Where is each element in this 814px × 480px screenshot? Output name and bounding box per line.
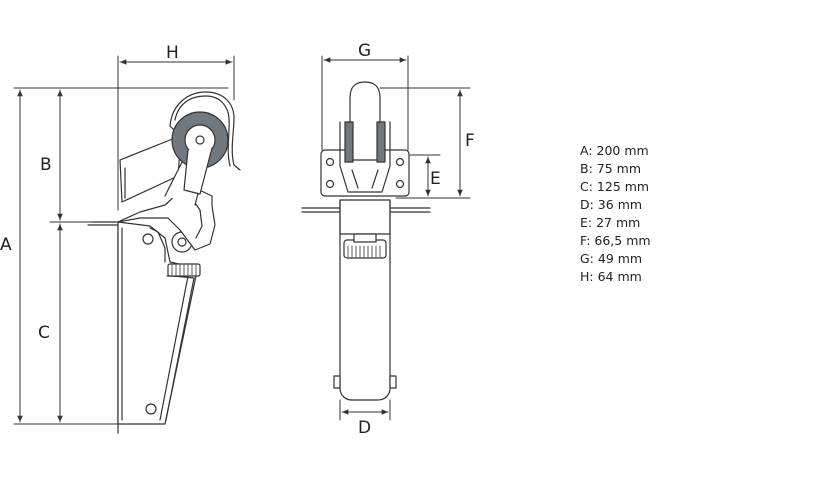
dim-e-label: E	[430, 169, 441, 189]
spec-c: C: 125 mm	[580, 179, 650, 194]
front-body-top	[339, 199, 391, 235]
spec-b: B: 75 mm	[580, 161, 641, 176]
spec-h: H: 64 mm	[580, 269, 642, 284]
side-roller-hood	[169, 91, 241, 171]
dim-f-label: F	[465, 131, 475, 151]
front-cylinder	[339, 199, 391, 401]
dim-g-label: G	[358, 41, 371, 61]
spec-f: F: 66,5 mm	[580, 233, 651, 248]
dim-a-label: A	[0, 235, 12, 255]
side-hole-top	[142, 233, 154, 245]
dim-d-label: D	[358, 418, 371, 438]
side-hole-bottom	[145, 403, 157, 415]
dimension-labels: A B C D E F G H	[0, 41, 475, 438]
dim-b-label: B	[40, 155, 52, 175]
dimension-lines	[13, 55, 471, 425]
dim-h-label: H	[166, 43, 179, 63]
side-view	[87, 91, 241, 434]
front-roller	[349, 81, 381, 161]
spec-g: G: 49 mm	[580, 251, 643, 266]
side-arm	[119, 137, 181, 203]
front-view	[301, 81, 431, 401]
specifications-list: A: 200 mm B: 75 mm C: 125 mm D: 36 mm E:…	[580, 142, 651, 286]
dim-c-label: C	[38, 323, 50, 343]
spec-d: D: 36 mm	[580, 197, 643, 212]
spec-e: E: 27 mm	[580, 215, 641, 230]
spec-a: A: 200 mm	[580, 143, 649, 158]
